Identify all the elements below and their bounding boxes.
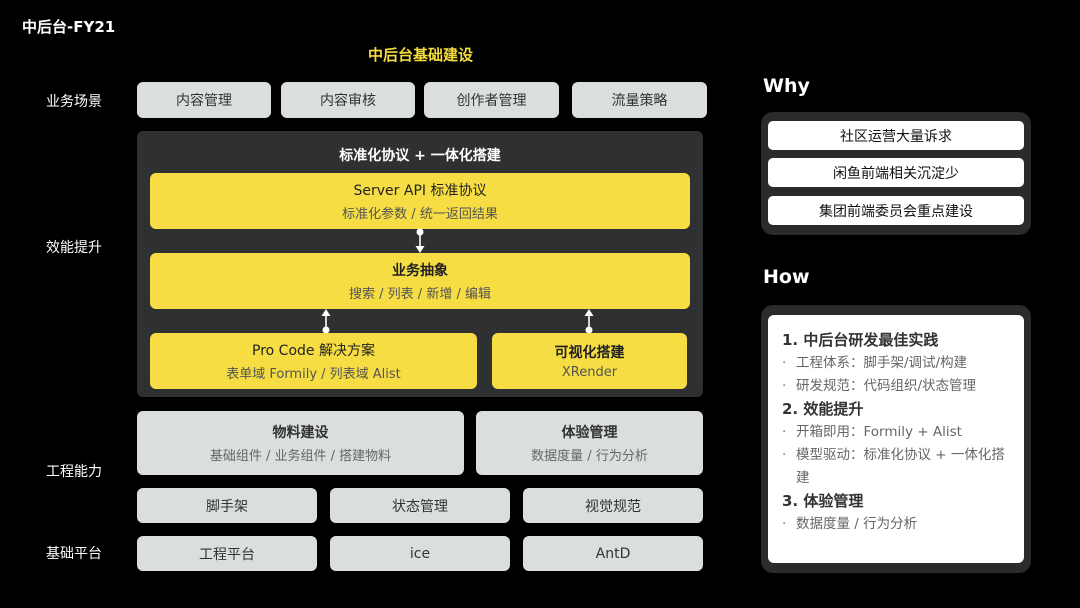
platform-engineering: 工程平台	[137, 536, 317, 571]
materials-subtitle: 基础组件 / 业务组件 / 搭建物料	[209, 449, 392, 464]
row-label-engineering: 工程能力	[46, 464, 102, 480]
bullet-dot-icon: ·	[782, 355, 787, 371]
visual-build-box: 可视化搭建 XRender	[492, 333, 687, 389]
how-bullet: · 数据度量 / 行为分析	[782, 513, 1014, 536]
how-bullet: · 研发规范：代码组织/状态管理	[782, 375, 1014, 398]
tool-visual-spec: 视觉规范	[523, 488, 703, 523]
business-abstraction-box: 业务抽象 搜索 / 列表 / 新增 / 编辑	[150, 253, 690, 309]
scenario-content-management: 内容管理	[137, 82, 271, 118]
bullet-dot-icon: ·	[782, 516, 787, 532]
experience-management-box: 体验管理 数据度量 / 行为分析	[476, 411, 703, 475]
server-api-box: Server API 标准协议 标准化参数 / 统一返回结果	[150, 173, 690, 229]
visual-build-subtitle: XRender	[561, 365, 618, 380]
bullet-dot-icon: ·	[782, 447, 787, 463]
arrow-up-icon	[583, 308, 595, 334]
how-card: 1. 中后台研发最佳实践 · 工程体系：脚手架/调试/构建 · 研发规范：代码组…	[768, 315, 1024, 563]
how-bullet: · 工程体系：脚手架/调试/构建	[782, 352, 1014, 375]
platform-ice: ice	[330, 536, 510, 571]
pro-code-subtitle: 表单域 Formily / 列表域 Alist	[226, 367, 401, 382]
business-abstraction-subtitle: 搜索 / 列表 / 新增 / 编辑	[349, 287, 491, 302]
server-api-title: Server API 标准协议	[353, 183, 487, 199]
tool-label: 视觉规范	[585, 498, 641, 515]
arrow-up-icon	[320, 308, 332, 334]
platform-label: 工程平台	[199, 546, 255, 563]
why-item: 集团前端委员会重点建设	[768, 196, 1024, 225]
row-label-business: 业务场景	[46, 94, 102, 110]
why-panel: 社区运营大量诉求 闲鱼前端相关沉淀少 集团前端委员会重点建设	[761, 112, 1031, 235]
why-item: 闲鱼前端相关沉淀少	[768, 158, 1024, 187]
tool-state-management: 状态管理	[330, 488, 510, 523]
platform-label: ice	[409, 545, 431, 562]
pro-code-box: Pro Code 解决方案 表单域 Formily / 列表域 Alist	[150, 333, 477, 389]
efficiency-panel-title: 标准化协议 + 一体化搭建	[339, 148, 501, 164]
pro-code-title: Pro Code 解决方案	[252, 343, 375, 359]
server-api-subtitle: 标准化参数 / 统一返回结果	[342, 207, 498, 222]
efficiency-panel: 标准化协议 + 一体化搭建 Server API 标准协议 标准化参数 / 统一…	[137, 131, 703, 397]
scenario-label: 内容审核	[320, 93, 376, 109]
how-bullet: · 模型驱动：标准化协议 + 一体化搭建	[782, 444, 1014, 490]
scenario-label: 内容管理	[176, 93, 232, 109]
why-item: 社区运营大量诉求	[768, 121, 1024, 150]
business-abstraction-title: 业务抽象	[392, 263, 448, 279]
scenario-label: 流量策略	[611, 93, 668, 109]
platform-antd: AntD	[523, 536, 703, 571]
how-heading: 1. 中后台研发最佳实践	[782, 331, 939, 349]
how-heading: 3. 体验管理	[782, 492, 864, 510]
visual-build-title: 可视化搭建	[554, 345, 625, 361]
tool-scaffold: 脚手架	[137, 488, 317, 523]
row-label-platform: 基础平台	[46, 546, 102, 562]
platform-label: AntD	[595, 545, 631, 562]
how-title: How	[763, 266, 810, 288]
how-bullet: · 开箱即用：Formily + Alist	[782, 421, 1014, 444]
scenario-traffic-strategy: 流量策略	[572, 82, 707, 118]
bullet-dot-icon: ·	[782, 424, 787, 440]
scenario-content-review: 内容审核	[281, 82, 415, 118]
experience-subtitle: 数据度量 / 行为分析	[531, 449, 648, 464]
why-title: Why	[763, 75, 810, 97]
how-heading: 2. 效能提升	[782, 400, 864, 418]
scenario-creator-management: 创作者管理	[424, 82, 559, 118]
bullet-dot-icon: ·	[782, 378, 787, 394]
arrow-down-icon	[414, 228, 426, 254]
row-label-efficiency: 效能提升	[46, 240, 102, 256]
scenario-label: 创作者管理	[456, 93, 527, 109]
page-title: 中后台-FY21	[22, 18, 116, 36]
how-panel: 1. 中后台研发最佳实践 · 工程体系：脚手架/调试/构建 · 研发规范：代码组…	[761, 305, 1031, 573]
experience-title: 体验管理	[561, 425, 618, 441]
materials-title: 物料建设	[272, 425, 329, 441]
tool-label: 脚手架	[206, 498, 248, 515]
materials-box: 物料建设 基础组件 / 业务组件 / 搭建物料	[137, 411, 464, 475]
tool-label: 状态管理	[392, 498, 448, 515]
diagram-title: 中后台基础建设	[367, 46, 473, 64]
